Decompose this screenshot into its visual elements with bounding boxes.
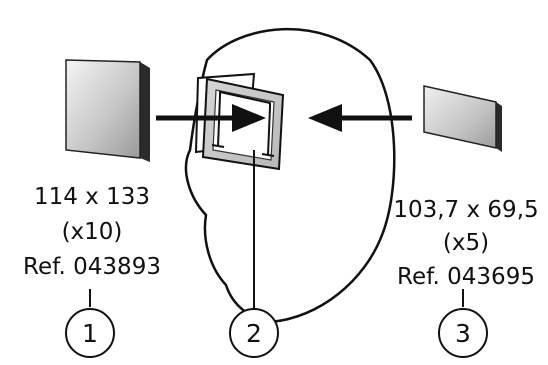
callout-3: 3 [438,308,488,358]
lens-holder-clip-left [217,95,221,147]
lens-holder-clip-bottom [211,144,275,157]
part-1-reference: Ref. 043893 [23,254,161,280]
arrow-right-to-helmet [308,104,412,132]
callout-1-number: 1 [82,319,98,348]
arrow-left-to-holder [156,104,266,132]
part-1-dimensions: 114 x 133 [34,184,150,210]
lens-holder-clip-top [219,90,271,107]
plate-left-front [65,59,141,159]
plate-right-side [496,102,502,152]
callout-3-number: 3 [455,319,471,348]
plate-right-front [423,85,497,149]
callout-2-number: 2 [246,319,262,348]
part-1-quantity: (x10) [62,219,123,245]
lens-holder-clip-right [267,106,271,156]
plate-left-side [140,62,150,162]
helmet-outline [184,27,396,324]
callout-2: 2 [229,308,279,358]
part-3-dimensions: 103,7 x 69,5 [393,197,538,223]
part-3-reference: Ref. 043695 [397,264,535,290]
callout-1: 1 [65,308,115,358]
part-3-quantity: (x5) [443,230,489,256]
